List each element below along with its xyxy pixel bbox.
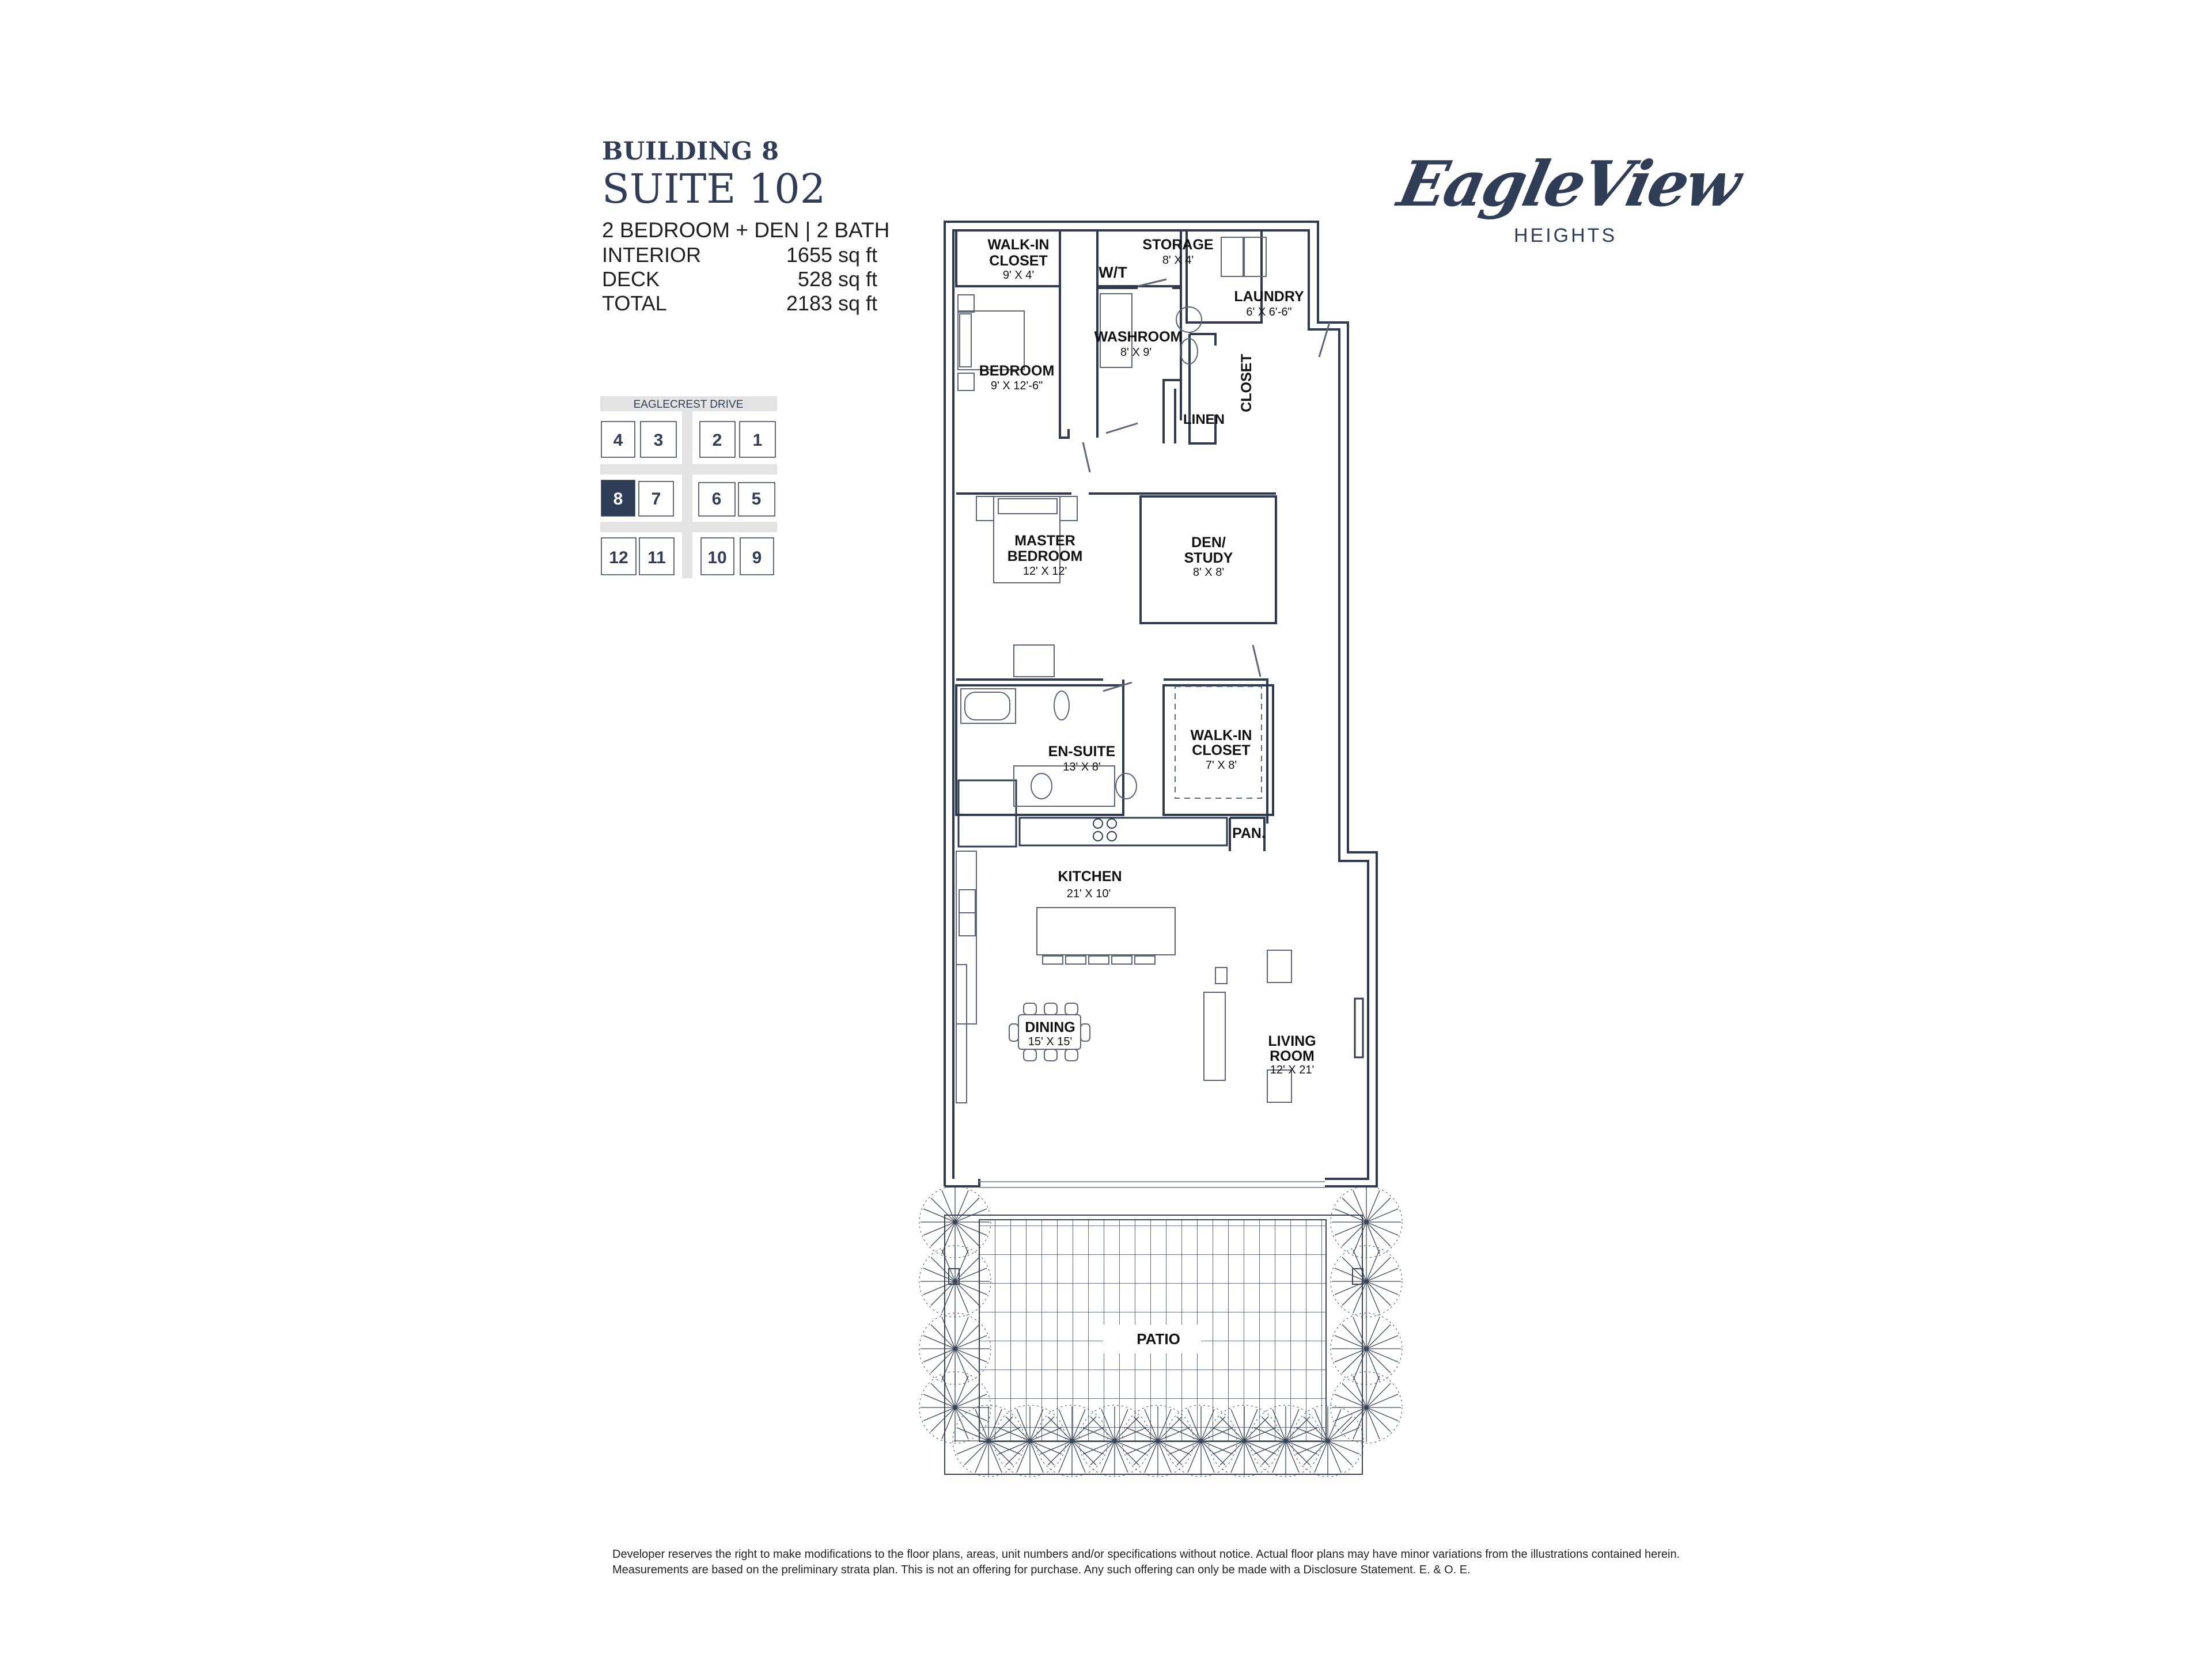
room-label-linen: LINEN bbox=[1183, 412, 1225, 427]
area-value: 1655 bbox=[786, 243, 832, 267]
room-label-den-b: STUDY bbox=[1184, 550, 1233, 566]
doors bbox=[1082, 278, 1331, 692]
building-number: 4 bbox=[613, 431, 623, 450]
area-unit: sq ft bbox=[838, 291, 878, 315]
area-value: 528 bbox=[797, 267, 832, 291]
room-label-kitchen: KITCHEN bbox=[1058, 868, 1122, 885]
room-dim-ensuite: 13' X 8' bbox=[1063, 761, 1100, 773]
roads bbox=[600, 396, 777, 578]
room-label-walkin-2: WALK-IN bbox=[1191, 727, 1252, 743]
room-dim-kitchen: 21' X 10' bbox=[1067, 887, 1111, 900]
room-dim-den: 8' X 8' bbox=[1193, 566, 1224, 579]
area-value: 2183 bbox=[786, 291, 832, 315]
room-label-walkin-1: WALK-IN bbox=[988, 237, 1050, 253]
room-label-living-b: ROOM bbox=[1270, 1048, 1315, 1064]
area-row-deck: DECK 528 sq ft bbox=[602, 267, 889, 291]
site-key-plan: EAGLECREST DRIVE 4 3 2 1 8 7 6 5 12 11 1… bbox=[600, 396, 777, 578]
building-number: 3 bbox=[654, 431, 664, 450]
area-row-total: TOTAL 2183 sq ft bbox=[602, 291, 889, 316]
patio: PATIO bbox=[919, 1186, 1403, 1477]
disclaimer: Developer reserves the right to make mod… bbox=[612, 1547, 1707, 1578]
unit-info: BUILDING 8 SUITE 102 2 BEDROOM + DEN | 2… bbox=[602, 137, 889, 316]
street-label: EAGLECREST DRIVE bbox=[634, 399, 744, 411]
building-4[interactable] bbox=[601, 421, 635, 458]
room-label-master: MASTER bbox=[1014, 533, 1075, 549]
area-unit: sq ft bbox=[838, 267, 878, 291]
building-5[interactable] bbox=[738, 482, 775, 517]
building-number: 9 bbox=[752, 548, 762, 567]
eagleview-logo: EagleView HEIGHTS bbox=[1392, 147, 1745, 262]
logo-sub: HEIGHTS bbox=[1514, 225, 1618, 246]
room-dim-laundry: 6' X 6'-6" bbox=[1246, 306, 1291, 318]
room-label-ensuite: EN-SUITE bbox=[1048, 743, 1116, 760]
building-9[interactable] bbox=[740, 537, 774, 575]
disclaimer-line-1: Developer reserves the right to make mod… bbox=[612, 1548, 1680, 1561]
building-number: 12 bbox=[609, 548, 628, 567]
building-number-selected: 8 bbox=[613, 490, 623, 509]
building-number: 2 bbox=[713, 431, 722, 450]
building-1[interactable] bbox=[739, 421, 776, 458]
building-12[interactable] bbox=[601, 537, 637, 575]
room-label-closet: CLOSET bbox=[1238, 354, 1255, 412]
room-dim-bedroom: 9' X 12'-6" bbox=[991, 380, 1043, 392]
building-8-selected[interactable] bbox=[601, 480, 635, 517]
area-label: TOTAL bbox=[602, 291, 667, 315]
room-label-pantry: PAN. bbox=[1232, 825, 1266, 841]
room-label-storage: STORAGE bbox=[1142, 237, 1213, 253]
room-label-patio: PATIO bbox=[1137, 1330, 1180, 1348]
room-label-washroom: WASHROOM bbox=[1094, 329, 1183, 345]
room-label-master-b: BEDROOM bbox=[1007, 548, 1083, 564]
building-number: 10 bbox=[707, 548, 726, 567]
room-label-wt: W/T bbox=[1099, 264, 1127, 281]
room-label-dining: DINING bbox=[1025, 1019, 1075, 1035]
room-dim-walkin-1: 9' X 4' bbox=[1003, 269, 1034, 282]
room-label-den: DEN/ bbox=[1191, 534, 1226, 551]
suite-title: SUITE 102 bbox=[602, 165, 826, 213]
room-dim-dining: 15' X 15' bbox=[1028, 1035, 1073, 1048]
room-dim-master: 12' X 12' bbox=[1023, 565, 1067, 578]
building-3[interactable] bbox=[640, 421, 677, 458]
unit-type: 2 BEDROOM + DEN | 2 BATH bbox=[602, 218, 890, 242]
building-6[interactable] bbox=[698, 482, 736, 517]
patio-post bbox=[1352, 1268, 1363, 1285]
building-7[interactable] bbox=[638, 481, 674, 517]
area-label: INTERIOR bbox=[602, 243, 702, 267]
room-label-laundry: LAUNDRY bbox=[1234, 289, 1304, 305]
building-label: BUILDING 8 bbox=[602, 137, 779, 166]
building-10[interactable] bbox=[700, 537, 734, 575]
room-dim-storage: 8' X 4' bbox=[1162, 254, 1194, 267]
building-outlines bbox=[601, 421, 776, 575]
area-row-interior: INTERIOR 1655 sq ft bbox=[602, 243, 889, 267]
room-label-walkin-1b: CLOSET bbox=[989, 253, 1047, 269]
building-number: 11 bbox=[647, 548, 666, 567]
area-label: DECK bbox=[602, 267, 660, 291]
building-number: 7 bbox=[652, 490, 661, 509]
room-dim-living: 12' X 21' bbox=[1270, 1064, 1315, 1076]
room-dim-walkin-2: 7' X 8' bbox=[1206, 759, 1237, 772]
building-11[interactable] bbox=[639, 537, 675, 575]
room-label-living: LIVING bbox=[1268, 1033, 1316, 1049]
room-label-walkin-2b: CLOSET bbox=[1192, 742, 1250, 758]
area-unit: sq ft bbox=[838, 243, 878, 267]
building-number: 1 bbox=[753, 431, 763, 450]
building-number: 5 bbox=[752, 490, 762, 509]
building-2[interactable] bbox=[699, 421, 736, 458]
fixtures bbox=[956, 237, 1364, 1103]
disclaimer-line-2: Measurements are based on the preliminar… bbox=[612, 1564, 1471, 1576]
room-label-bedroom: BEDROOM bbox=[979, 363, 1055, 379]
room-dim-washroom: 8' X 9' bbox=[1120, 346, 1152, 359]
building-number: 6 bbox=[712, 490, 722, 509]
room-labels: WALK-IN CLOSET 9' X 4' STORAGE 8' X 4' W… bbox=[979, 237, 1316, 1076]
